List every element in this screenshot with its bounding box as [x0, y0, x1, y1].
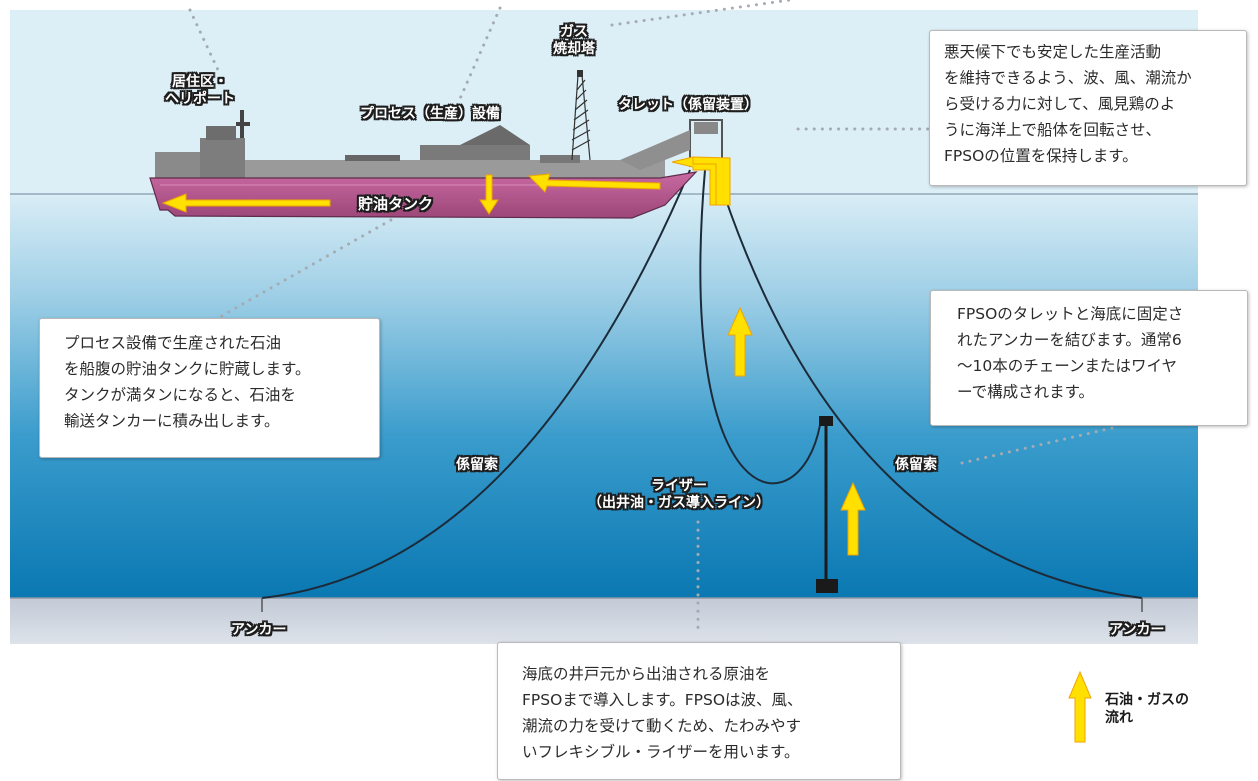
wellhead	[816, 579, 838, 593]
riser-line	[699, 169, 821, 485]
mooring-lines	[261, 169, 1143, 599]
label-anchor-left: アンカー	[231, 622, 287, 638]
label-mooring-right: 係留索	[895, 457, 937, 473]
label-riser: ライザー （出井油・ガス導入ライン）	[588, 478, 770, 511]
callout-turret: 悪天候下でも安定した生産活動 を維持できるよう、波、風、潮流か ら受ける力に対し…	[929, 30, 1247, 186]
label-storage: 貯油タンク	[358, 195, 434, 213]
flow-arrows	[161, 156, 866, 556]
flow-arrow-turret-to-process	[527, 173, 661, 193]
flare-tower-icon	[571, 74, 591, 161]
callout-mooring: FPSOのタレットと海底に固定さ れたアンカーを結びます。通常6 ～10本のチェ…	[930, 290, 1248, 426]
label-mooring-left: 係留索	[456, 457, 498, 473]
seabed	[10, 598, 1198, 644]
legend-label: 石油・ガスの 流れ	[1105, 692, 1189, 726]
label-flare: ガス 焼却塔	[553, 24, 595, 57]
callout-storage-tank: プロセス設備で生産された石油 を船腹の貯油タンクに貯蔵します。 タンクが満タンに…	[39, 318, 380, 458]
label-quarters: 居住区・ ヘリポート	[165, 74, 235, 107]
label-turret: タレット（係留装置）	[618, 97, 758, 113]
flow-arrow-riser-up	[727, 306, 753, 377]
leader-lines	[188, 0, 1114, 634]
riser-buoy	[819, 416, 833, 426]
label-anchor-right: アンカー	[1109, 622, 1165, 638]
up-arrow-icon	[1068, 670, 1092, 743]
flow-arrow-column-up	[840, 481, 866, 556]
flow-arrow-process-down	[479, 174, 499, 215]
flow-arrow-storage	[161, 193, 331, 213]
label-process: プロセス（生産）設備	[360, 106, 500, 122]
callout-riser: 海底の井戸元から出油される原油を FPSOまで導入します。FPSOは波、風、 潮…	[497, 642, 901, 780]
flow-arrow-turret-up	[671, 156, 731, 206]
